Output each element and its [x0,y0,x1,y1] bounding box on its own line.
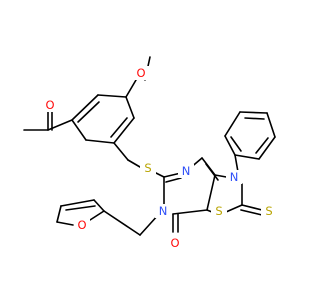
atom-label: O [45,98,54,112]
bond [225,204,243,213]
bond [47,119,73,131]
bond [125,79,137,98]
bond [234,154,239,173]
bond [97,94,127,98]
bond [71,119,87,141]
bond [206,174,216,211]
bond [266,112,276,138]
atom-label: S [215,204,222,218]
bond [224,111,241,137]
bond [258,136,276,160]
bond [56,205,62,223]
bond [241,204,263,211]
bond [172,209,208,215]
bond [244,117,265,120]
bond [205,163,219,181]
bond [113,117,135,144]
bond [240,209,263,216]
atom-label: N [230,170,239,184]
atom-label: O [170,236,179,250]
bond [103,210,141,236]
bond [230,136,242,152]
bond [165,177,182,183]
bond [255,137,269,154]
bond [125,96,135,119]
atom-labels: O O S N N O N S S O [42,66,277,250]
bonds [23,56,276,236]
bond [89,210,105,221]
bond [60,199,95,207]
bond [56,221,74,226]
bond [110,117,128,138]
bond [239,111,268,114]
bond [127,159,141,168]
atom-label: N [159,204,168,218]
bond [234,154,260,160]
atom-label: N [182,164,191,178]
bond [65,205,96,211]
atom-label: S [144,161,151,175]
bond [113,142,129,161]
atom-label: S [265,204,272,218]
bond [71,94,99,121]
bond [93,199,105,212]
bond [85,139,115,144]
atom-label: O [77,218,86,232]
bond [77,101,100,123]
atom-label: O [136,66,145,80]
molecule-structure-diagram: O O S N N O N S S O [23,56,277,250]
bond [224,135,236,156]
